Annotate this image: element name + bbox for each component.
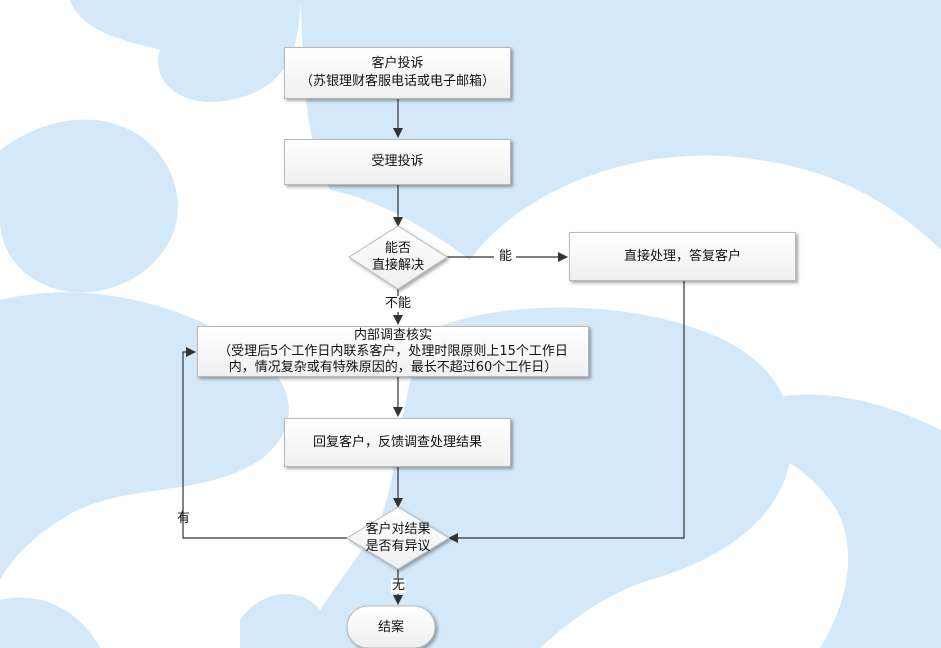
decision-can-resolve-line2: 直接解决 xyxy=(371,258,424,273)
arrow-objection-back-to-investigate xyxy=(182,347,347,539)
decision-objection-line1: 客户对结果 xyxy=(365,522,431,537)
decision-diamond-can-resolve xyxy=(348,225,448,290)
edge-label-cannot: 不能 xyxy=(384,296,413,311)
end-terminator xyxy=(346,605,436,648)
edge-label-none: 无 xyxy=(391,578,407,593)
node-accept-complaint-label: 受理投诉 xyxy=(371,154,424,169)
node-customer-complaint-title: 客户投诉 xyxy=(371,56,424,71)
node-customer-complaint-channel: （苏银理财客服电话或电子邮箱） xyxy=(299,74,495,89)
node-reply-customer: 回复客户，反馈调查处理结果 xyxy=(284,418,511,467)
decision-objection-text: 客户对结果 是否有异议 xyxy=(347,521,449,555)
node-reply-customer-label: 回复客户，反馈调查处理结果 xyxy=(312,434,482,450)
connectors xyxy=(182,99,685,605)
node-internal-investigation-title: 内部调查核实 xyxy=(353,327,432,343)
node-internal-investigation-detail-1: （受理后5个工作日内联系客户，处理时限原则上15个工作日 xyxy=(218,343,568,359)
node-customer-complaint: 客户投诉 （苏银理财客服电话或电子邮箱） xyxy=(284,47,511,99)
decision-objection-line2: 是否有异议 xyxy=(365,539,431,554)
node-accept-complaint: 受理投诉 xyxy=(284,139,511,185)
decision-diamond-objection xyxy=(346,506,450,570)
arrow-direct-to-objection xyxy=(448,281,685,543)
node-direct-handle: 直接处理，答复客户 xyxy=(569,232,796,281)
end-terminator-text: 结案 xyxy=(347,619,435,636)
node-internal-investigation: 内部调查核实 （受理后5个工作日内联系客户，处理时限原则上15个工作日 内，情况… xyxy=(197,326,589,377)
end-terminator-label: 结案 xyxy=(377,620,404,635)
node-internal-investigation-detail-2: 内，情况复杂或有特殊原因的，最长不超过60个工作日） xyxy=(228,359,558,375)
decision-can-resolve-text: 能否 直接解决 xyxy=(349,240,447,274)
decision-can-resolve-line1: 能否 xyxy=(384,241,411,256)
edge-label-can: 能 xyxy=(498,249,514,264)
edge-label-has: 有 xyxy=(177,511,191,526)
node-direct-handle-label: 直接处理，答复客户 xyxy=(623,248,741,264)
